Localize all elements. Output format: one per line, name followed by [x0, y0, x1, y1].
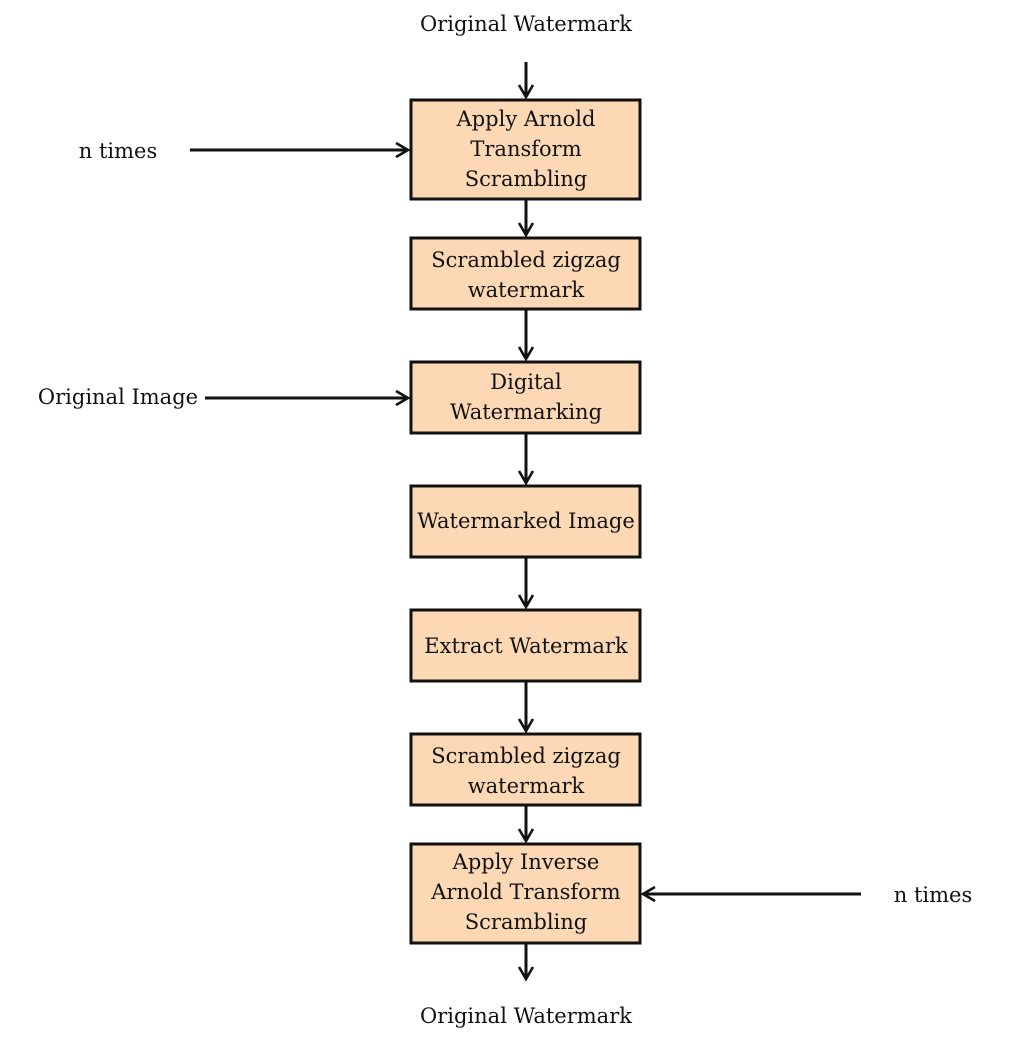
top-label: Original Watermark: [420, 12, 632, 36]
arnold-box-line-1: Apply Arnold: [456, 107, 596, 131]
watermarked-image-label: Watermarked Image: [417, 509, 635, 533]
digital-watermarking-box: Digital Watermarking: [409, 360, 642, 435]
arrow-scrambled-to-inverse: [517, 806, 535, 844]
inverse-box-line-2: Arnold Transform: [430, 880, 621, 904]
arrow-digital-to-watermarked: [517, 434, 535, 486]
scrambled-1-line-2: watermark: [468, 278, 585, 302]
arrow-inverse-to-bottom: [517, 944, 535, 982]
arrow-top-to-arnold: [517, 62, 535, 100]
extract-watermark-box: Extract Watermark: [409, 608, 642, 683]
inverse-box-line-1: Apply Inverse: [452, 850, 600, 874]
digital-line-1: Digital: [490, 370, 562, 394]
arrow-extract-to-scrambled: [517, 682, 535, 734]
arrow-scrambled-to-digital: [517, 310, 535, 362]
arnold-transform-box: Apply Arnold Transform Scrambling: [409, 98, 642, 201]
scrambled-1-line-1: Scrambled zigzag: [431, 248, 621, 272]
arrow-n-times-to-arnold: [190, 141, 411, 159]
scrambled-watermark-box-2: Scrambled zigzag watermark: [409, 732, 642, 807]
arnold-box-line-2: Transform: [470, 137, 581, 161]
scrambled-2-line-1: Scrambled zigzag: [431, 744, 621, 768]
original-image-label: Original Image: [38, 385, 198, 409]
arrow-watermarked-to-extract: [517, 558, 535, 610]
arrow-n-times-to-inverse: [640, 885, 861, 903]
right-n-times-label: n times: [894, 883, 972, 907]
inverse-box-line-3: Scrambling: [465, 910, 587, 934]
bottom-label: Original Watermark: [420, 1004, 632, 1028]
scrambled-2-line-2: watermark: [468, 774, 585, 798]
watermarked-image-box: Watermarked Image: [409, 484, 642, 559]
left-n-times-label: n times: [79, 139, 157, 163]
arrow-arnold-to-scrambled: [517, 200, 535, 238]
extract-watermark-label: Extract Watermark: [424, 634, 628, 658]
inverse-arnold-box: Apply Inverse Arnold Transform Scramblin…: [409, 842, 642, 945]
digital-line-2: Watermarking: [450, 400, 602, 424]
scrambled-watermark-box-1: Scrambled zigzag watermark: [409, 236, 642, 311]
arrow-original-image-to-digital: [205, 389, 411, 407]
arnold-box-line-3: Scrambling: [465, 167, 587, 191]
